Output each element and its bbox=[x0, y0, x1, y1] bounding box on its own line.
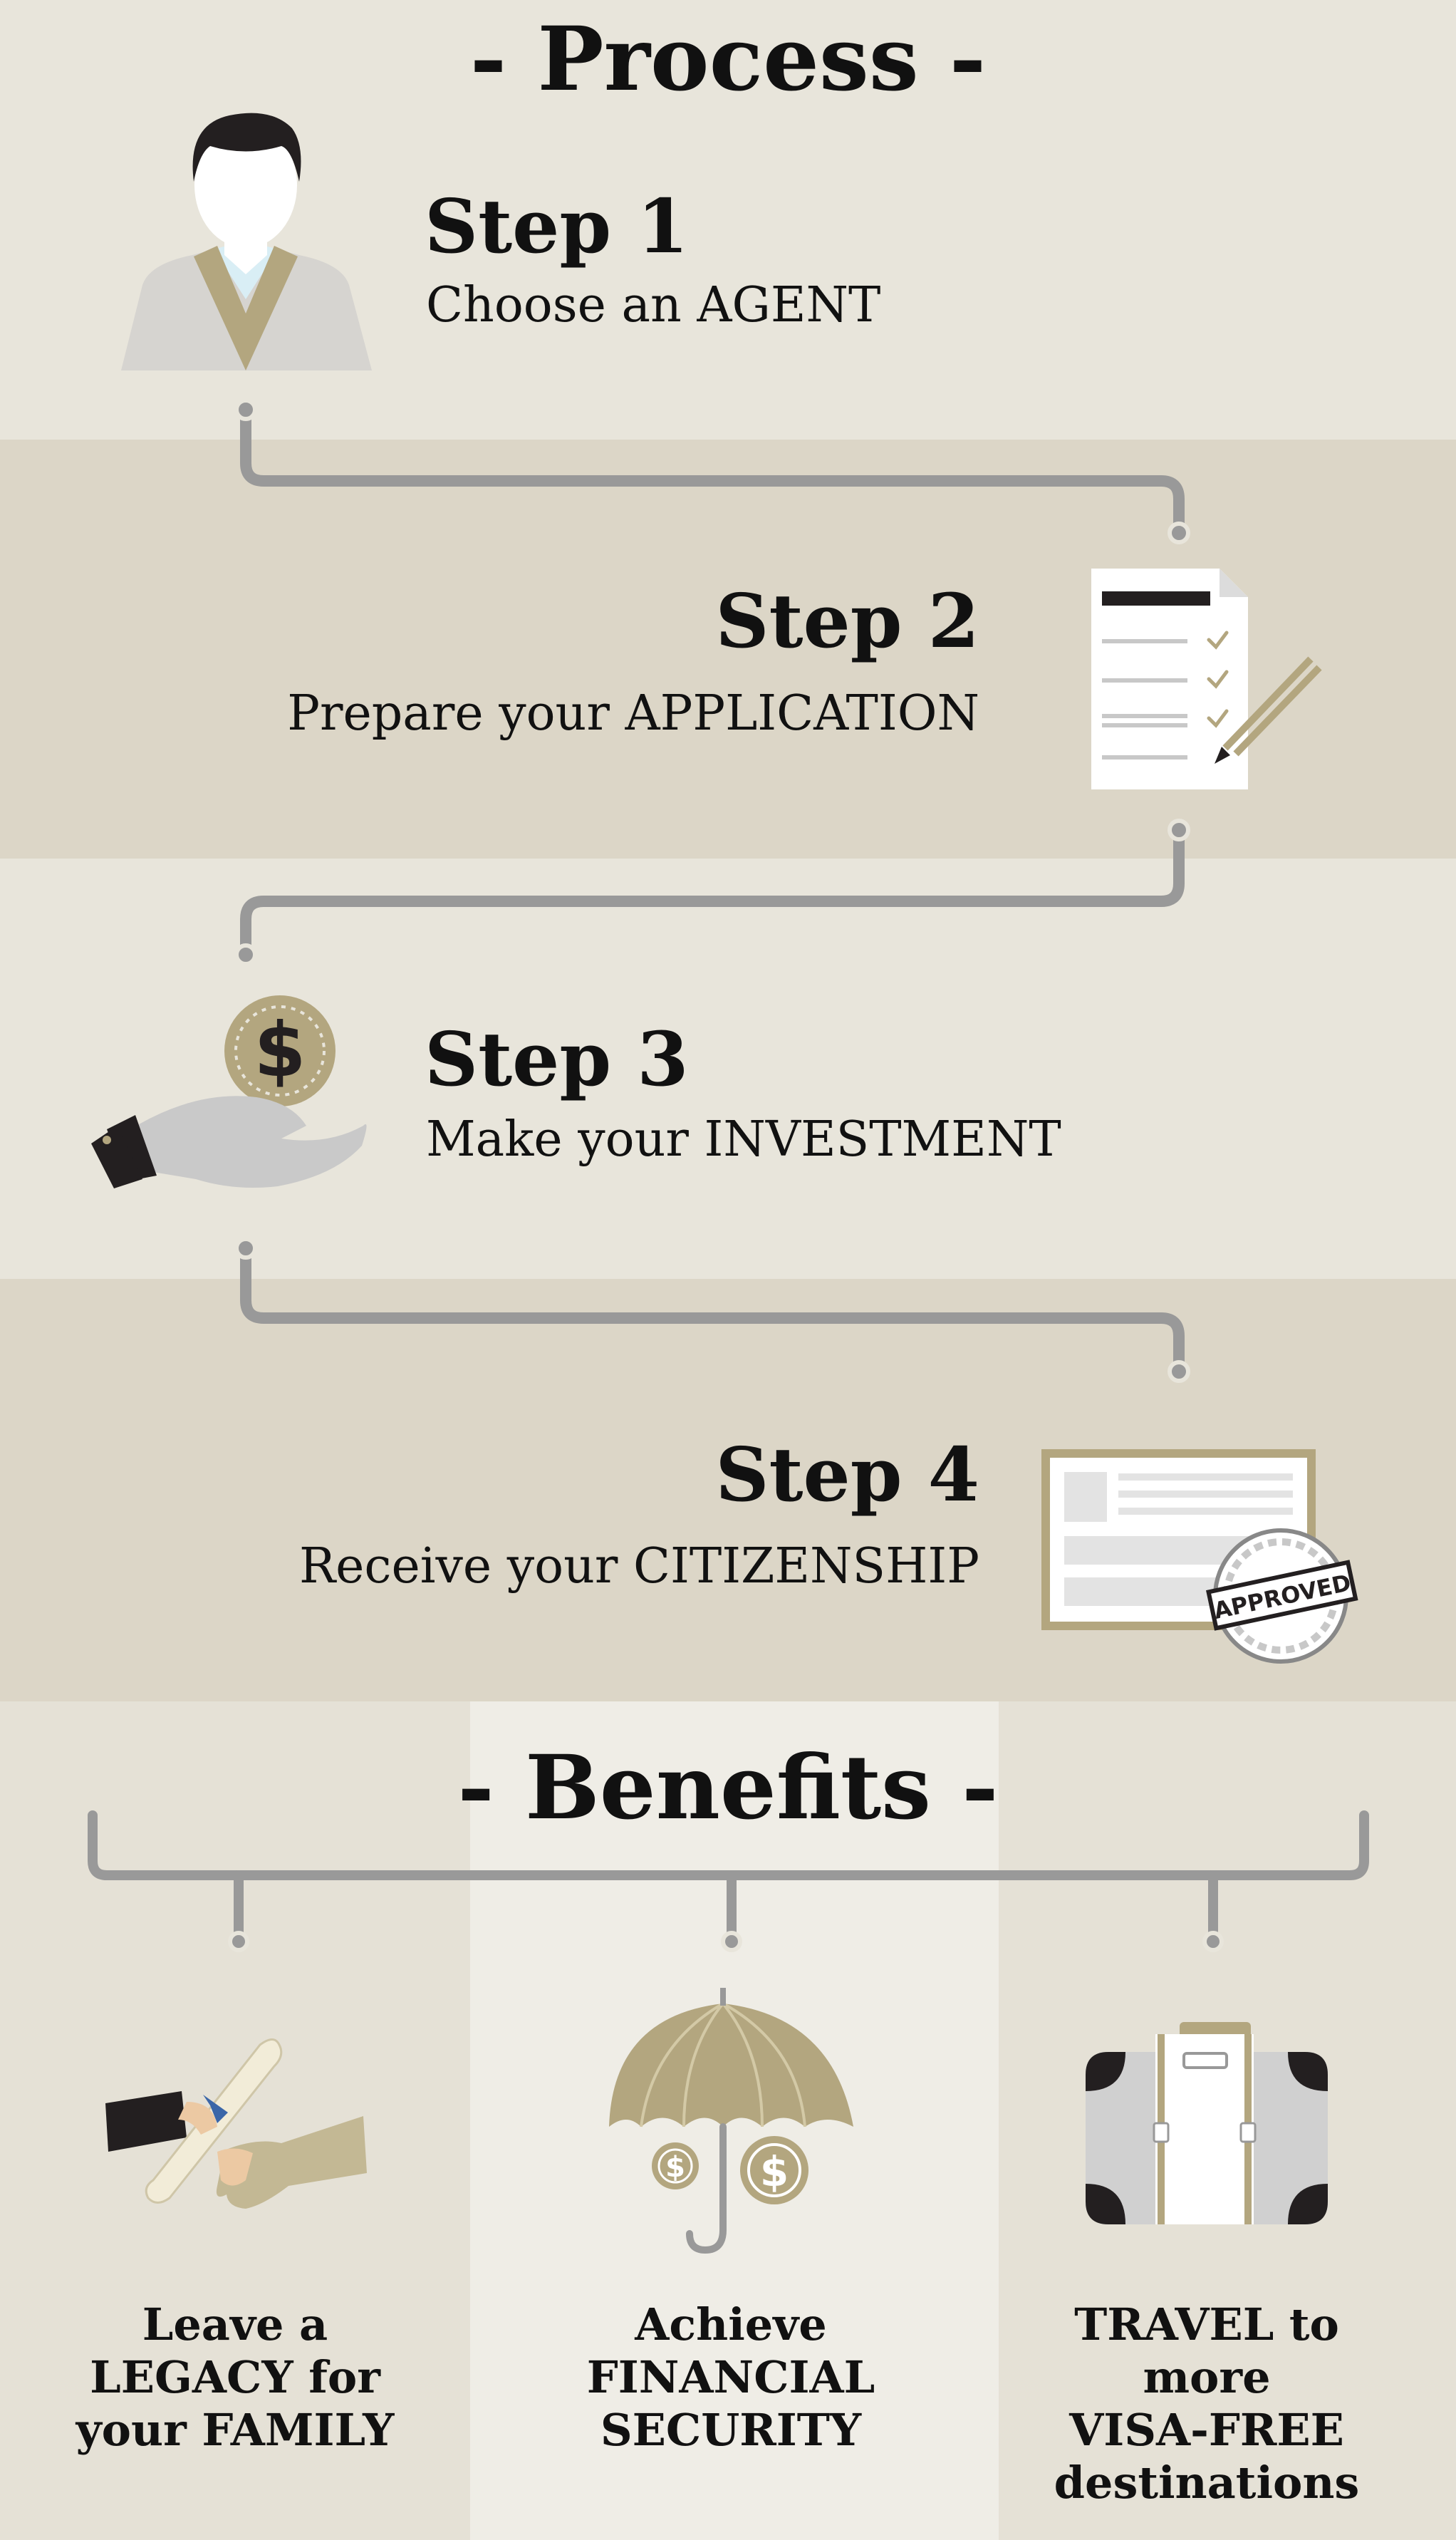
step-3-band bbox=[0, 859, 1456, 1279]
benefit-legacy-line-1: Leave a bbox=[142, 2298, 328, 2350]
step-2-title: Step 2 bbox=[715, 577, 979, 665]
benefit-travel-line-1: TRAVEL to more bbox=[1074, 2298, 1339, 2403]
step-1-title: Step 1 bbox=[425, 182, 689, 270]
step-2-subtitle: Prepare your APPLICATION bbox=[287, 685, 979, 742]
step-3-title: Step 3 bbox=[425, 1015, 689, 1103]
step-4-subtitle: Receive your CITIZENSHIP bbox=[298, 1538, 979, 1595]
benefit-travel-line-2: VISA-FREE bbox=[1069, 2404, 1344, 2456]
step-3-subtitle: Make your INVESTMENT bbox=[426, 1111, 1061, 1168]
step-1-subtitle: Choose an AGENT bbox=[426, 277, 881, 333]
process-title: - Process - bbox=[469, 8, 987, 111]
benefit-security-line-1: Achieve bbox=[635, 2298, 827, 2350]
benefit-security-line-2: FINANCIAL bbox=[586, 2351, 875, 2403]
benefit-legacy-text: Leave a LEGACY for your FAMILY bbox=[36, 2298, 435, 2457]
benefit-legacy-line-3: your FAMILY bbox=[76, 2404, 395, 2456]
benefit-security-text: Achieve FINANCIAL SECURITY bbox=[531, 2298, 930, 2457]
benefits-title: - Benefits - bbox=[457, 1736, 999, 1840]
benefit-security-line-3: SECURITY bbox=[600, 2404, 862, 2456]
step-4-title: Step 4 bbox=[715, 1431, 979, 1518]
benefit-legacy-line-2: LEGACY for bbox=[90, 2351, 380, 2403]
benefit-travel-line-3: destinations bbox=[1054, 2457, 1360, 2509]
benefit-travel-text: TRAVEL to more VISA-FREE destinations bbox=[1007, 2298, 1406, 2509]
